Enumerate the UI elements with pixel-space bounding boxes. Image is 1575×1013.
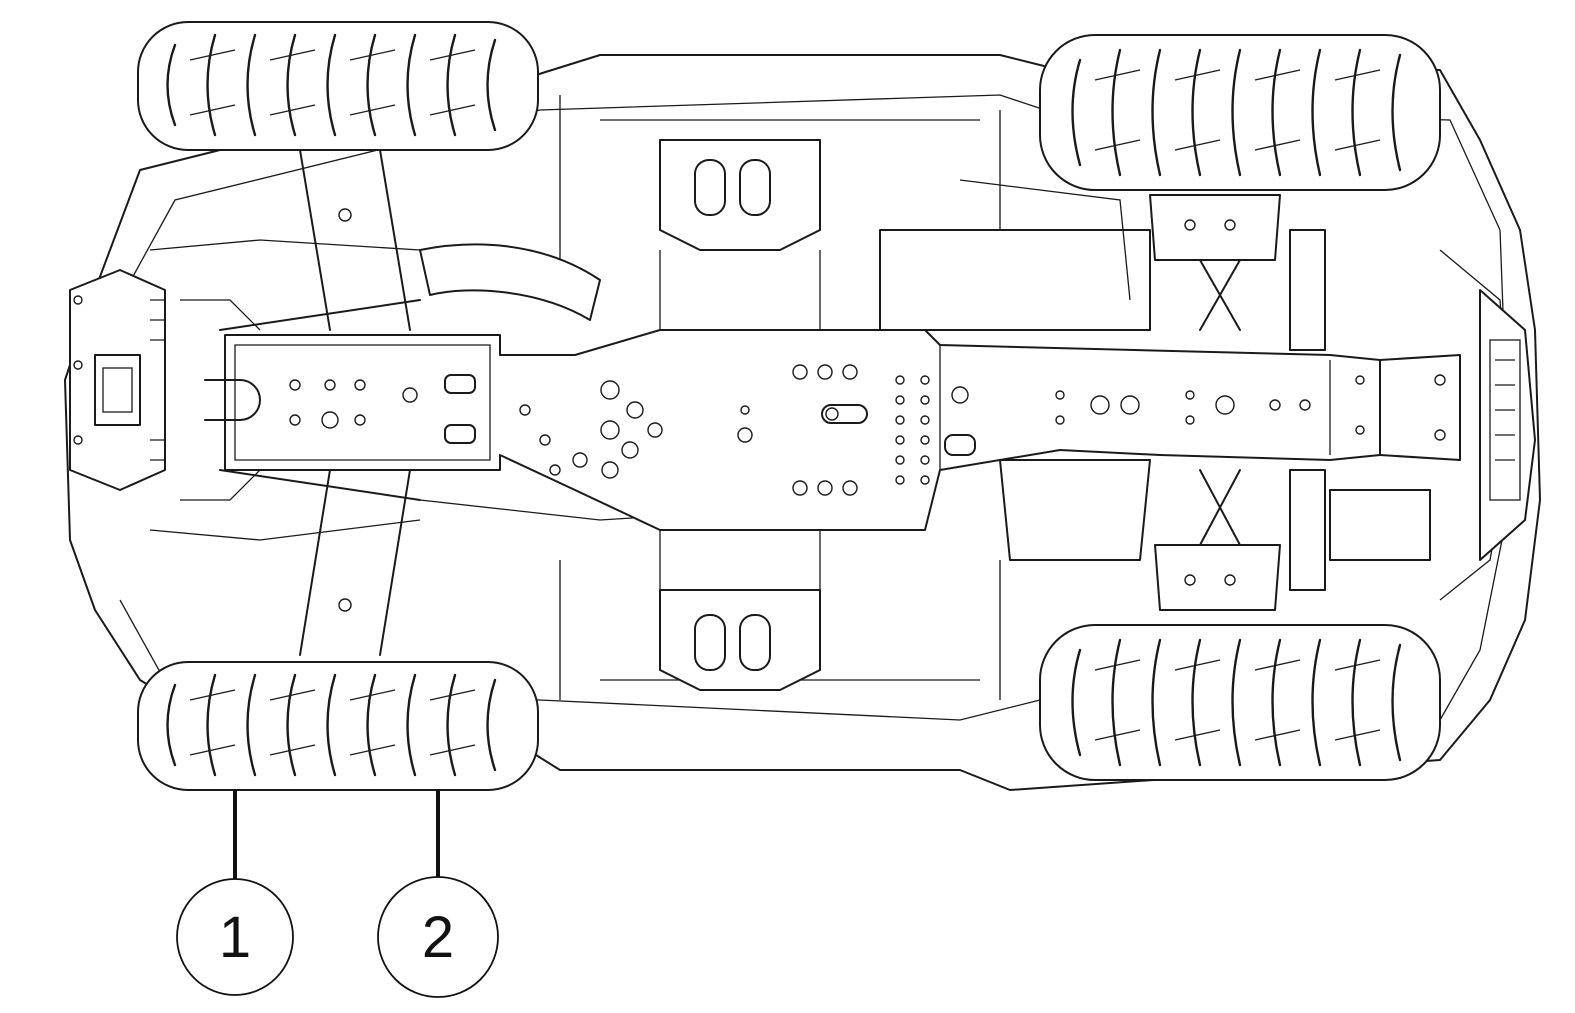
footwell-plates xyxy=(659,139,821,691)
rear-right-tire xyxy=(1039,624,1441,781)
rear-left-tire xyxy=(1039,34,1441,191)
front-left-tire xyxy=(137,21,539,151)
rear-suspension xyxy=(1149,194,1431,611)
drivetrain-components xyxy=(419,179,1151,561)
callout-2-label: 2 xyxy=(422,905,454,970)
callout-1: 1 xyxy=(176,790,294,996)
skid-plate xyxy=(204,329,1461,531)
callout-2: 2 xyxy=(377,790,499,998)
front-suspension xyxy=(180,149,601,656)
front-bumper xyxy=(69,269,166,491)
callout-2-circle xyxy=(377,876,499,998)
rear-bumper xyxy=(1479,289,1536,561)
front-right-tire xyxy=(137,661,539,791)
callout-1-circle xyxy=(176,878,294,996)
callout-1-label: 1 xyxy=(219,905,251,970)
